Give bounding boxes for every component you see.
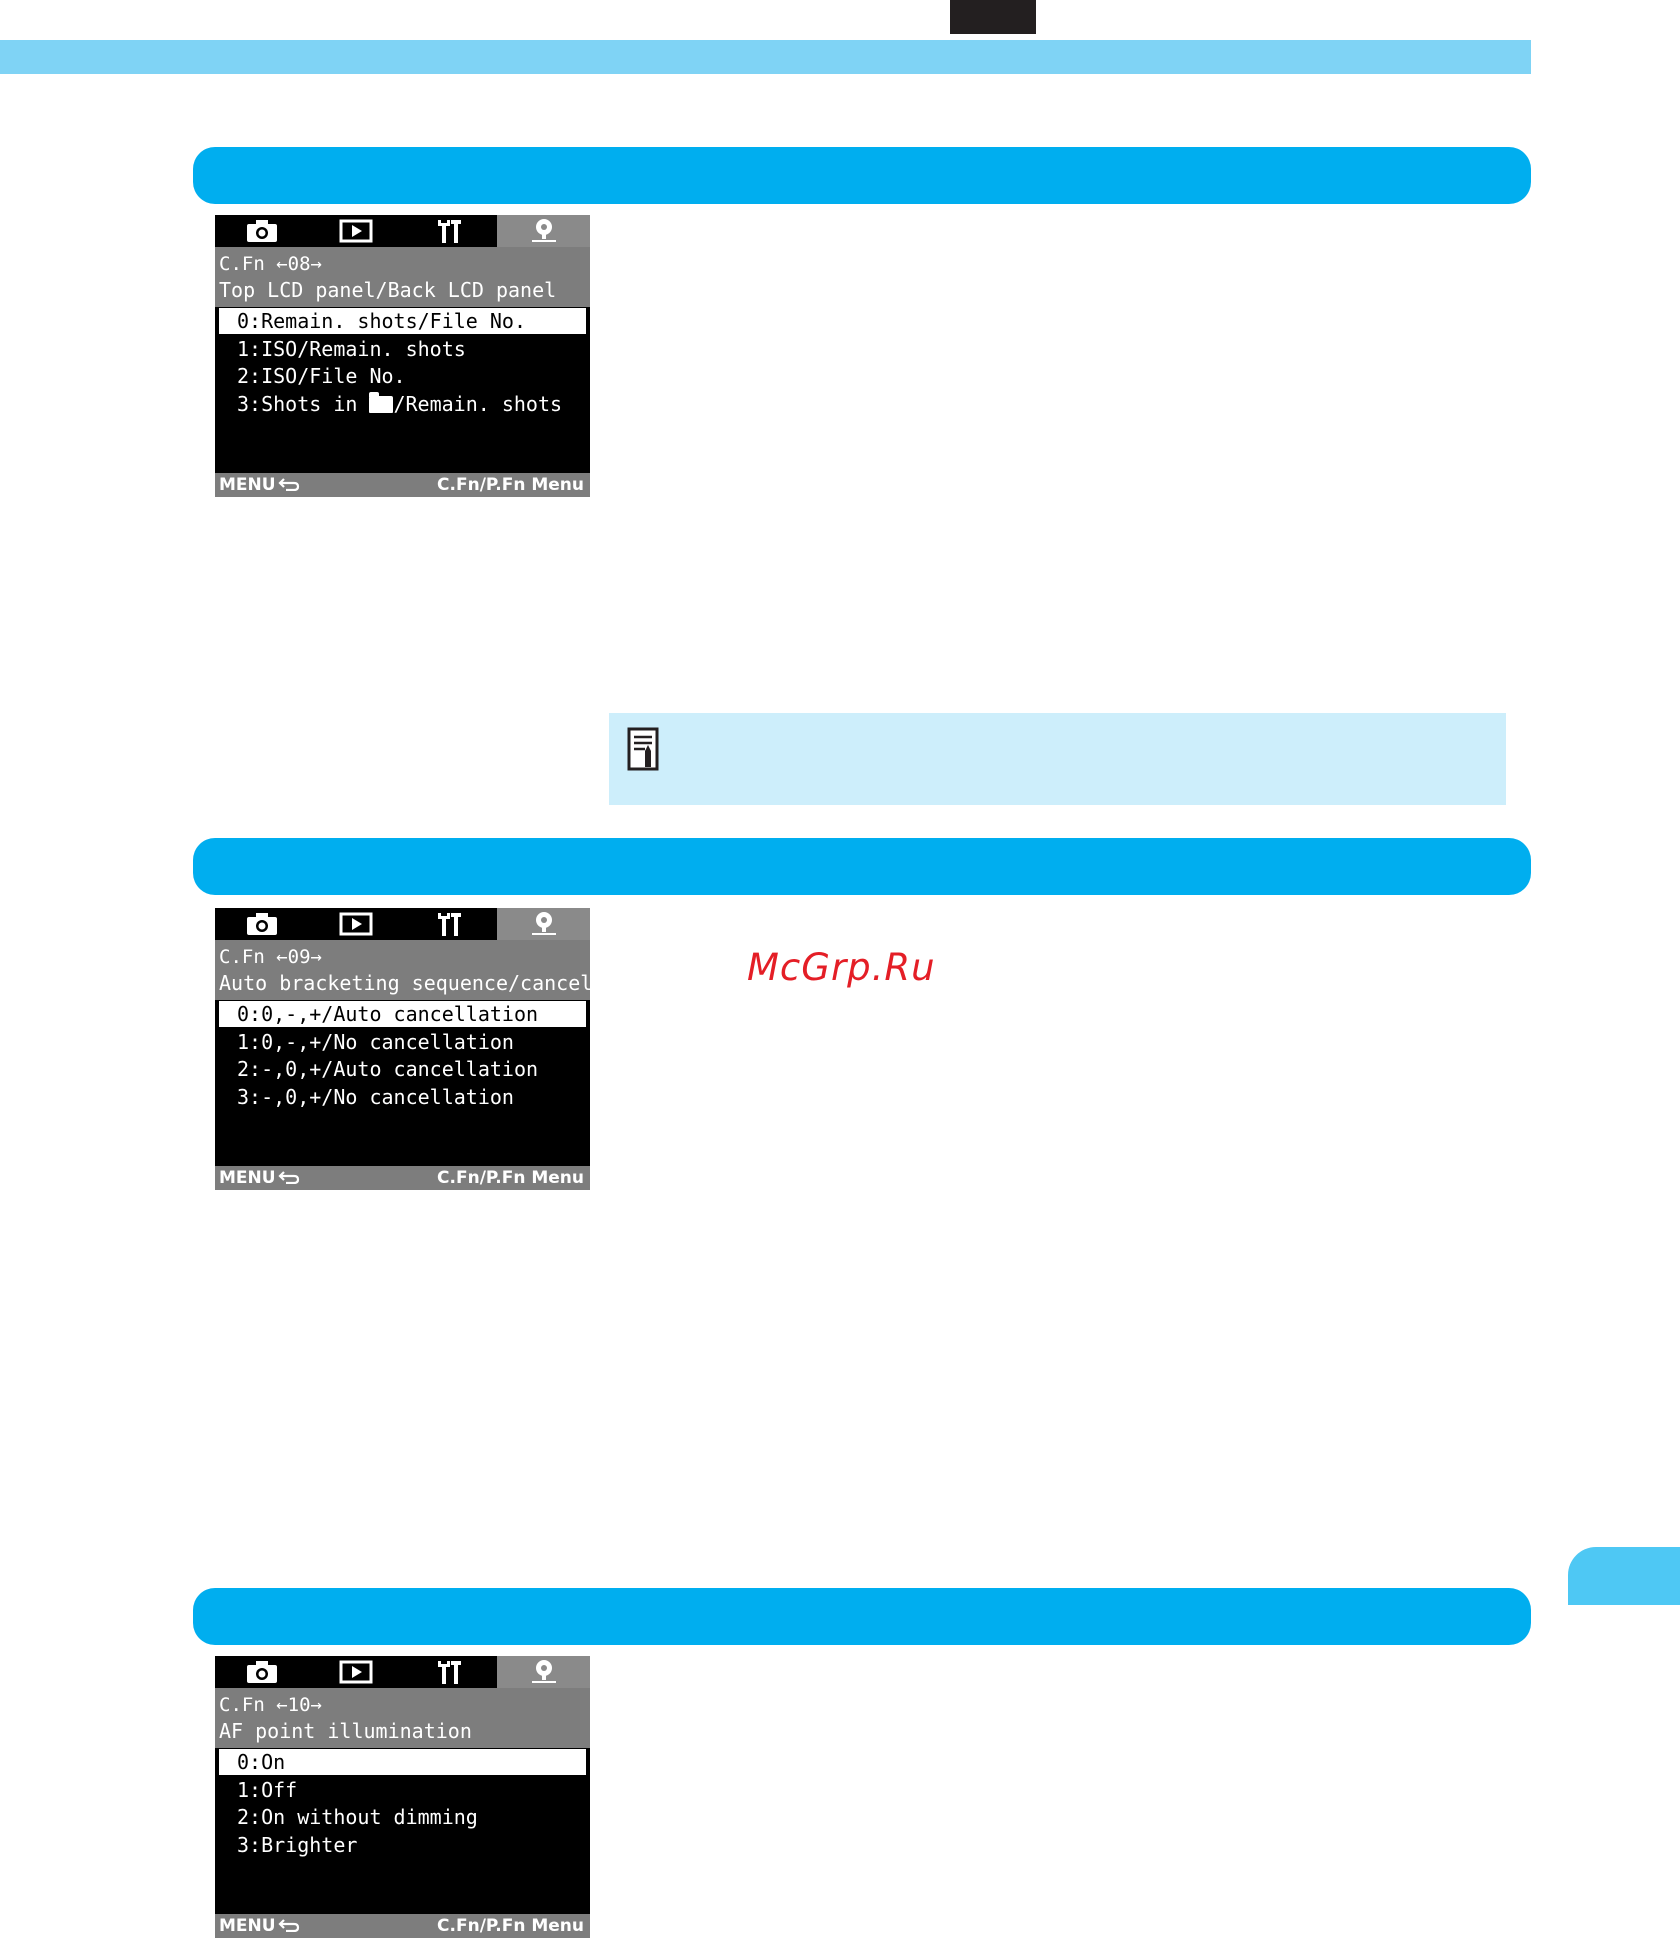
option-label-suffix: /Remain. shots xyxy=(393,392,563,416)
tab-shooting xyxy=(215,908,309,940)
watermark-text: McGrp.Ru xyxy=(747,946,936,989)
cfn-number: C.Fn ←10→ xyxy=(219,1694,322,1716)
tab-setup xyxy=(403,1656,497,1688)
tab-custom-functions xyxy=(497,1656,590,1688)
option-label: 3:Shots in xyxy=(237,392,358,416)
lcd-menu-tabs xyxy=(215,1656,590,1688)
section-bar-cfn-08 xyxy=(193,147,1531,204)
option-item[interactable]: 1:ISO/Remain. shots xyxy=(237,337,466,361)
cfn-number: C.Fn ←08→ xyxy=(219,253,322,275)
lcd-menu-tabs xyxy=(215,215,590,247)
tab-playback xyxy=(309,908,403,940)
option-item[interactable]: 1:Off xyxy=(237,1778,298,1802)
wrench-icon xyxy=(438,1661,461,1684)
menu-back-hint: MENU xyxy=(219,475,300,495)
tab-setup xyxy=(403,215,497,247)
cfn-title: Top LCD panel/Back LCD panel xyxy=(219,278,557,302)
lcd-header xyxy=(215,940,590,1000)
option-item[interactable]: 2:On without dimming xyxy=(237,1805,478,1829)
return-arrow-icon xyxy=(278,1919,299,1933)
tab-setup xyxy=(403,908,497,940)
tab-shooting xyxy=(215,1656,309,1688)
camera-icon xyxy=(247,220,277,242)
option-item[interactable]: 3:-,0,+/No cancellation xyxy=(237,1085,514,1109)
option-item[interactable]: 3:Shots in /Remain. shots xyxy=(219,391,586,417)
option-item[interactable]: 2:-,0,+/Auto cancellation xyxy=(237,1057,539,1081)
menu-back-hint: MENU xyxy=(219,1916,300,1936)
header-band xyxy=(0,40,1531,74)
section-bar-cfn-09 xyxy=(193,838,1531,895)
memo-icon xyxy=(627,727,659,771)
option-item[interactable]: 3:Brighter xyxy=(237,1833,358,1857)
lcd-footer: MENU C.Fn/P.Fn Menu xyxy=(215,1914,590,1938)
tab-playback xyxy=(309,1656,403,1688)
folder-icon xyxy=(369,392,394,413)
camera-lcd-screen: C.Fn ←10→ AF point illumination 0:On 1:O… xyxy=(215,1656,590,1938)
option-item[interactable]: 0:0,-,+/Auto cancellation xyxy=(219,1001,586,1027)
tab-playback xyxy=(309,215,403,247)
tab-custom-functions xyxy=(497,215,590,247)
camera-lcd-screen: C.Fn ←09→ Auto bracketing sequence/cance… xyxy=(215,908,590,1190)
side-thumb-tab xyxy=(1568,1547,1680,1605)
cfn-title: Auto bracketing sequence/cancel xyxy=(219,971,590,995)
page-corner-tab xyxy=(950,0,1036,34)
lcd-menu-tabs xyxy=(215,908,590,940)
camera-icon xyxy=(247,913,277,935)
memo-note-box xyxy=(609,713,1506,805)
wrench-icon xyxy=(438,913,461,936)
camera-lcd-screen: C.Fn ←08→ Top LCD panel/Back LCD panel 0… xyxy=(215,215,590,497)
tab-custom-functions xyxy=(497,908,590,940)
camera-icon xyxy=(247,1661,277,1683)
lcd-header xyxy=(215,1688,590,1748)
option-item[interactable]: 1:0,-,+/No cancellation xyxy=(237,1030,514,1054)
wrench-icon xyxy=(438,220,461,243)
play-icon xyxy=(339,1660,373,1684)
lcd-footer: MENU C.Fn/P.Fn Menu xyxy=(215,1166,590,1190)
tab-shooting xyxy=(215,215,309,247)
cfn-title: AF point illumination xyxy=(219,1719,472,1743)
return-arrow-icon xyxy=(278,1171,299,1185)
lcd-header xyxy=(215,247,590,307)
return-arrow-icon xyxy=(278,478,299,492)
custom-function-icon xyxy=(531,1660,556,1683)
custom-function-icon xyxy=(531,912,556,935)
option-item[interactable]: 0:Remain. shots/File No. xyxy=(219,308,586,334)
section-bar-cfn-10 xyxy=(193,1588,1531,1645)
play-icon xyxy=(339,219,373,243)
cfn-menu-hint: C.Fn/P.Fn Menu xyxy=(437,1168,584,1188)
lcd-footer: MENU C.Fn/P.Fn Menu xyxy=(215,473,590,497)
menu-back-hint: MENU xyxy=(219,1168,300,1188)
cfn-menu-hint: C.Fn/P.Fn Menu xyxy=(437,1916,584,1936)
option-item[interactable]: 0:On xyxy=(219,1749,586,1775)
custom-function-icon xyxy=(531,219,556,242)
option-item[interactable]: 2:ISO/File No. xyxy=(237,364,406,388)
cfn-menu-hint: C.Fn/P.Fn Menu xyxy=(437,475,584,495)
play-icon xyxy=(339,912,373,936)
cfn-number: C.Fn ←09→ xyxy=(219,946,322,968)
